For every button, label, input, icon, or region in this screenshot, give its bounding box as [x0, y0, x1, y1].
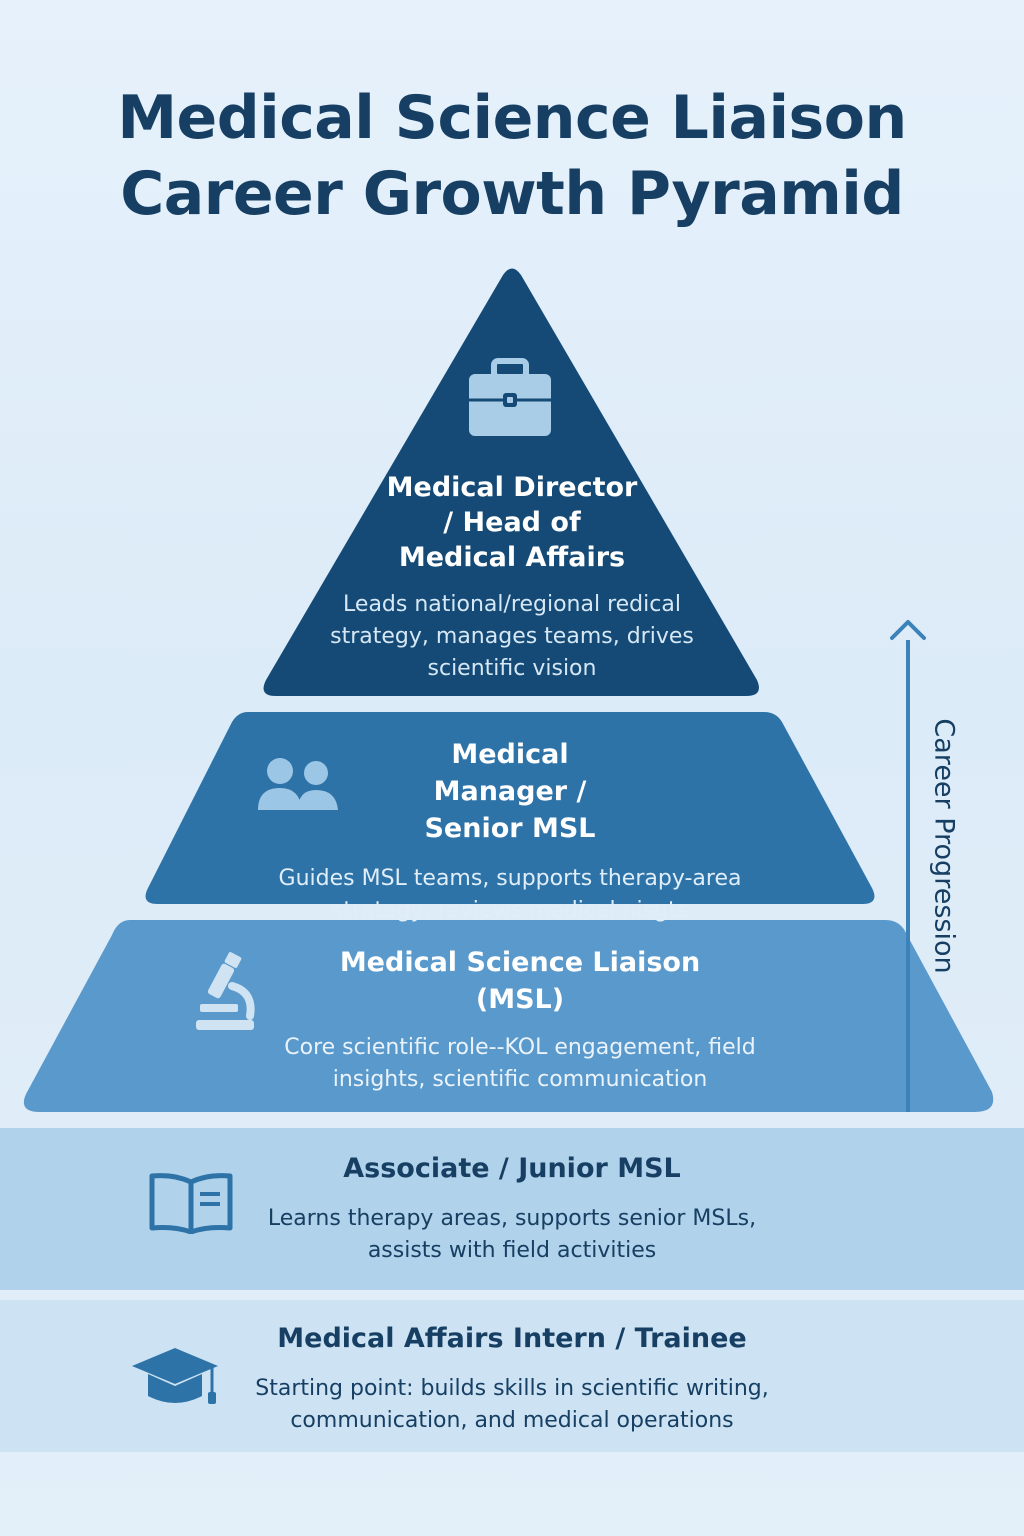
level-associate-title: Associate / Junior MSL [343, 1153, 681, 1184]
level-associate: Associate / Junior MSL Learns therapy ar… [252, 1150, 772, 1267]
career-progression-text: Career Progression [928, 718, 960, 974]
graduation-cap-icon [128, 1344, 222, 1412]
level-intern: Medical Affairs Intern / Trainee Startin… [232, 1320, 792, 1437]
level-associate-description: Learns therapy areas, supports senior MS… [267, 1206, 757, 1263]
level-manager-description: Guides MSL teams, supports therapy-area … [278, 866, 742, 923]
page-title: Medical Science Liaison Career Growth Py… [0, 80, 1024, 232]
tier-msl-shape [23, 920, 994, 1112]
title-line-2: Career Growth Pyramid [120, 159, 904, 229]
career-progression-arrow [890, 620, 926, 1112]
level-director-description: Leads national/regional redical strategy… [330, 592, 694, 681]
level-intern-description: Starting point: builds skills in scienti… [255, 1376, 769, 1433]
tier-director-shape [263, 268, 759, 696]
level-intern-title: Medical Affairs Intern / Trainee [277, 1323, 747, 1354]
level-manager: Medical Manager / Senior MSL Guides MSL … [260, 736, 760, 927]
briefcase-icon [466, 358, 554, 438]
level-msl-title: Medical Science Liaison (MSL) [339, 947, 701, 1015]
tier-manager-shape [145, 712, 875, 904]
level-manager-title: Medical Manager / Senior MSL [424, 739, 596, 844]
level-msl-description: Core scientific role--KOL engagement, fi… [284, 1035, 756, 1092]
book-icon [148, 1172, 234, 1235]
level-director-title: Medical Director / Head of Medical Affai… [386, 472, 638, 573]
title-line-1: Medical Science Liaison [117, 83, 907, 153]
microscope-icon [192, 952, 262, 1032]
level-msl: Medical Science Liaison (MSL) Core scien… [260, 944, 780, 1096]
tier-associate-shape [0, 1128, 1024, 1290]
people-icon [256, 756, 340, 812]
level-director: Medical Director / Head of Medical Affai… [320, 470, 704, 685]
